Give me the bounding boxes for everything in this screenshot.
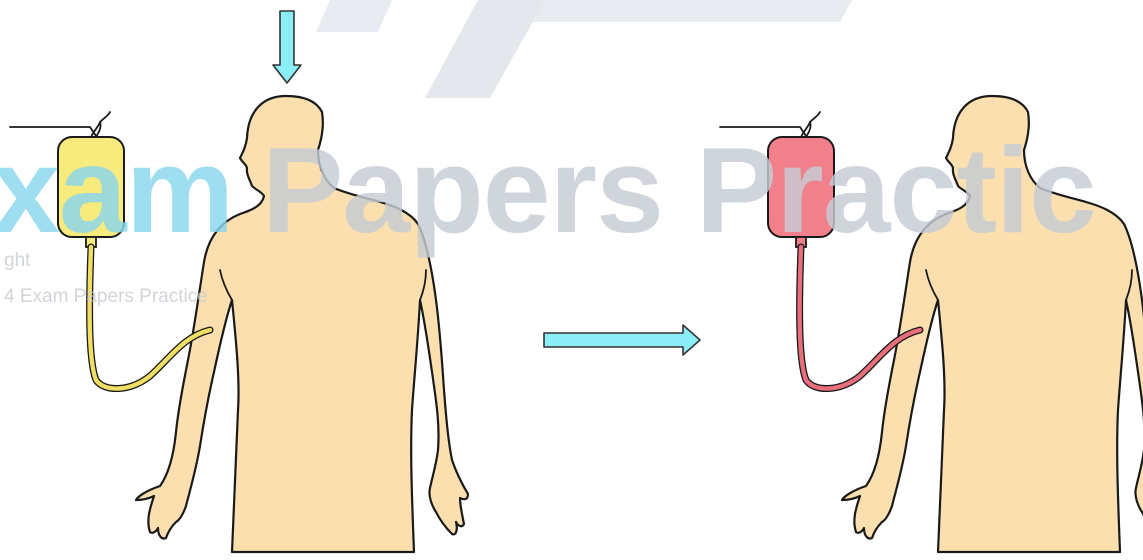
watermark-stripes [316,0,852,98]
down-arrow-icon [272,10,302,84]
iv-hanger-left [9,111,111,141]
iv-hanger-right [719,111,821,141]
person-right [840,94,1143,554]
iv-tube-before [86,243,214,393]
iv-tube-after [796,243,924,393]
watermark-copyright-line-2: 4 Exam Papers Practice [4,286,208,307]
watermark-brand-cyan: xam [0,122,233,258]
iv-bag-before [57,136,125,248]
iv-bag-after [767,136,835,248]
right-arrow-icon [543,324,701,356]
watermark-brand-grey: Papers Practic [262,122,1096,258]
person-left [134,94,470,554]
watermark: xam Papers Practic ght 4 Exam Papers Pra… [0,122,1097,307]
watermark-copyright-line-1: ght [4,250,31,271]
